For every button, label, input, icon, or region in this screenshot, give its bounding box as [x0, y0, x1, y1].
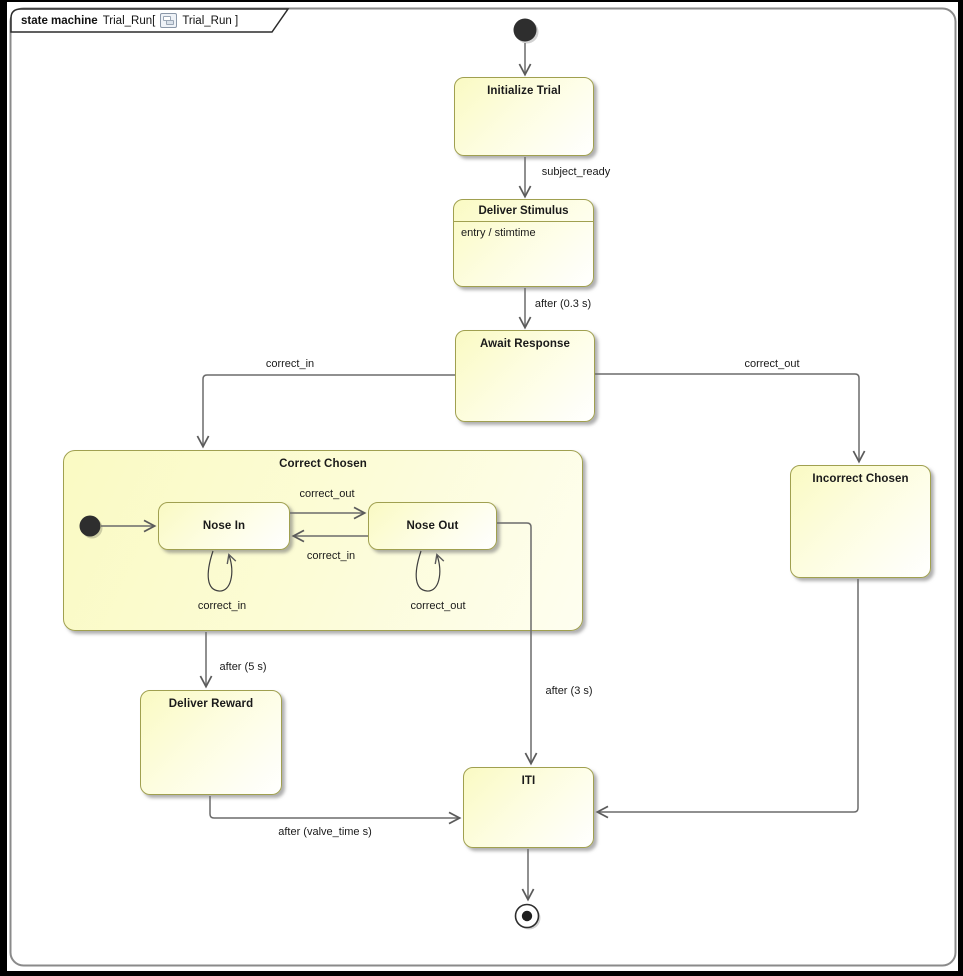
- state-await-response[interactable]: Await Response: [455, 330, 595, 422]
- label-correct-out-enter[interactable]: correct_out: [744, 358, 800, 370]
- frame-kind-keyword: state machine: [21, 14, 98, 27]
- label-subject-ready[interactable]: subject_ready: [541, 166, 611, 178]
- state-deliver-stimulus-entry-action: entry / stimtime: [461, 227, 536, 239]
- state-deliver-stimulus-label: Deliver Stimulus: [454, 200, 593, 222]
- label-after-0-3s[interactable]: after (0.3 s): [534, 298, 592, 310]
- label-nose-in-self[interactable]: correct_in: [197, 600, 247, 612]
- state-correct-chosen[interactable]: Correct Chosen: [63, 450, 583, 631]
- state-nose-out[interactable]: Nose Out: [368, 502, 497, 550]
- state-incorrect-chosen-label: Incorrect Chosen: [812, 473, 909, 485]
- frame-ref: Trial_Run ]: [182, 14, 239, 27]
- state-initialize-trial-label: Initialize Trial: [487, 85, 561, 97]
- state-incorrect-chosen[interactable]: Incorrect Chosen: [790, 465, 931, 578]
- state-deliver-reward-label: Deliver Reward: [168, 698, 254, 710]
- label-nose-out-to-in[interactable]: correct_in: [306, 550, 356, 562]
- label-correct-in-enter[interactable]: correct_in: [265, 358, 315, 370]
- state-iti-label: ITI: [521, 775, 536, 787]
- label-after-valve-time[interactable]: after (valve_time s): [278, 826, 372, 838]
- state-initialize-trial[interactable]: Initialize Trial: [454, 77, 594, 156]
- label-after-5s[interactable]: after (5 s): [219, 661, 267, 673]
- state-machine-diagram-icon: [160, 13, 178, 28]
- state-nose-in[interactable]: Nose In: [158, 502, 290, 550]
- state-correct-chosen-label: Correct Chosen: [279, 458, 367, 470]
- label-nose-out-self[interactable]: correct_out: [410, 600, 466, 612]
- state-nose-in-label: Nose In: [202, 520, 246, 532]
- frame-name: Trial_Run[: [102, 14, 156, 27]
- state-iti[interactable]: ITI: [463, 767, 594, 848]
- state-deliver-reward[interactable]: Deliver Reward: [140, 690, 282, 795]
- state-deliver-stimulus[interactable]: Deliver Stimulus entry / stimtime: [453, 199, 594, 287]
- label-after-3s[interactable]: after (3 s): [545, 685, 593, 697]
- frame-tab-title: state machine Trial_Run[ Trial_Run ]: [21, 13, 238, 28]
- state-nose-out-label: Nose Out: [406, 520, 459, 532]
- label-nose-in-to-out[interactable]: correct_out: [299, 488, 355, 500]
- state-await-response-label: Await Response: [479, 338, 571, 350]
